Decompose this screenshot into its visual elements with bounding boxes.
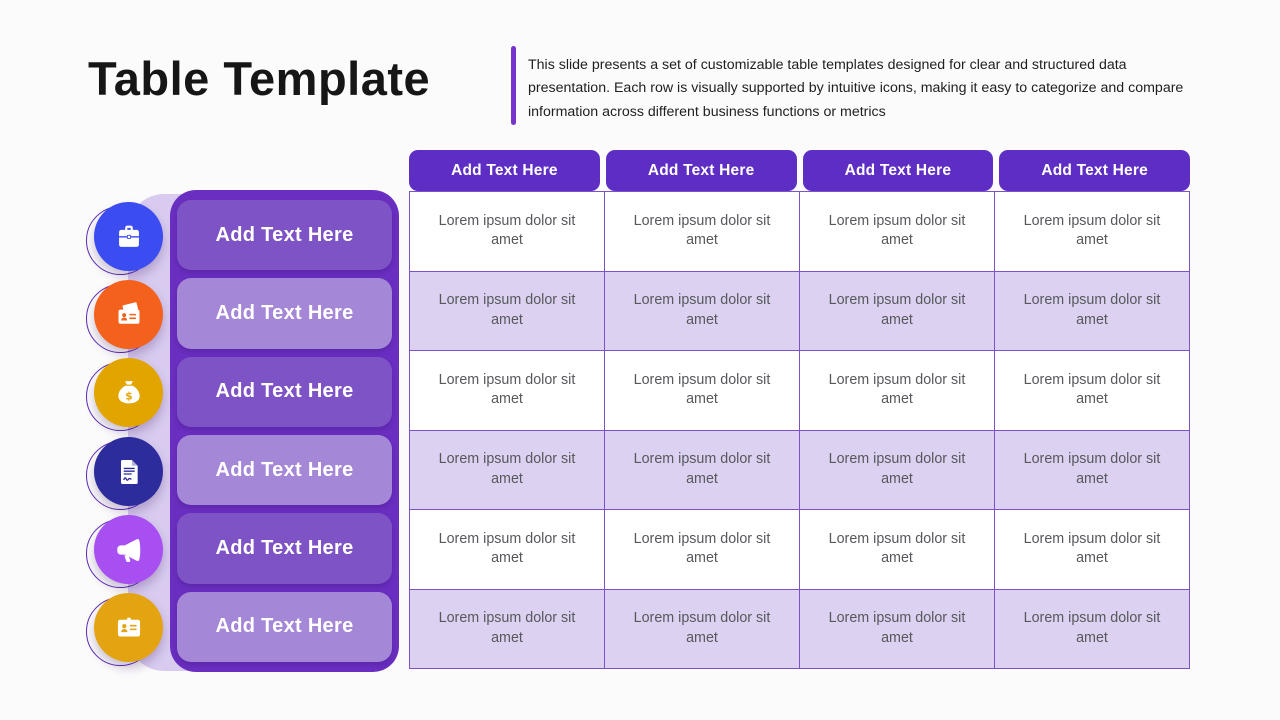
cell-text: Lorem ipsum dolor sit amet [438, 292, 576, 328]
sidebar-button-label: Add Text Here [215, 615, 354, 638]
sidebar-icon-circle[interactable] [86, 280, 163, 353]
sidebar-button[interactable]: Add Text Here [177, 200, 392, 271]
sidebar-button[interactable]: Add Text Here [177, 513, 392, 584]
cell-text: Lorem ipsum dolor sit amet [438, 212, 576, 249]
table-header-cell[interactable]: Add Text Here [999, 150, 1190, 191]
table-cell[interactable]: Lorem ipsum dolor sit amet [994, 270, 1190, 351]
table-cell[interactable]: Lorem ipsum dolor sit amet [604, 350, 800, 431]
sidebar-button[interactable]: Add Text Here [177, 278, 392, 349]
cell-text: Lorem ipsum dolor sit amet [1023, 610, 1161, 646]
wallet-icon [118, 300, 139, 324]
cell-text: Lorem ipsum dolor sit amet [438, 530, 576, 567]
table-cell[interactable]: Lorem ipsum dolor sit amet [604, 191, 800, 272]
cell-text: Lorem ipsum dolor sit amet [1023, 292, 1161, 328]
sidebar-button-label: Add Text Here [215, 380, 354, 403]
table-cell[interactable]: Lorem ipsum dolor sit amet [799, 350, 995, 431]
sidebar-icon-circle[interactable] [86, 515, 163, 588]
cell-text: Lorem ipsum dolor sit amet [828, 292, 966, 328]
cell-text: Lorem ipsum dolor sit amet [633, 451, 771, 487]
table-cell[interactable]: Lorem ipsum dolor sit amet [799, 270, 995, 351]
svg-text:$: $ [125, 389, 132, 402]
cell-text: Lorem ipsum dolor sit amet [1023, 371, 1161, 408]
page-title: Table Template [88, 52, 431, 105]
table-header-cell[interactable]: Add Text Here [605, 150, 797, 191]
sidebar-button[interactable]: Add Text Here [177, 434, 392, 506]
data-table: Lorem ipsum dolor sit amet Lorem ipsum d… [409, 191, 1190, 669]
sidebar-button-label: Add Text Here [215, 536, 354, 559]
contract-icon [120, 459, 138, 484]
table-header-label: Add Text Here [451, 161, 558, 179]
sidebar-button-label: Add Text Here [215, 458, 354, 481]
table-cell[interactable]: Lorem ipsum dolor sit amet [604, 270, 800, 351]
table-header-label: Add Text Here [844, 161, 952, 179]
table-cell[interactable]: Lorem ipsum dolor sit amet [994, 429, 1190, 510]
sidebar-button[interactable]: Add Text Here [177, 356, 392, 427]
table-cell[interactable]: Lorem ipsum dolor sit amet [994, 509, 1190, 590]
sidebar-icon-circle[interactable] [86, 437, 163, 510]
title-divider [511, 46, 516, 125]
table-cell[interactable]: Lorem ipsum dolor sit amet [604, 509, 800, 590]
cell-text: Lorem ipsum dolor sit amet [1023, 212, 1161, 249]
table-cell[interactable]: Lorem ipsum dolor sit amet [409, 350, 605, 431]
table-cell[interactable]: Lorem ipsum dolor sit amet [409, 509, 605, 590]
briefcase-icon [118, 225, 139, 247]
money-bag-icon: $ [117, 380, 140, 403]
table-cell[interactable]: Lorem ipsum dolor sit amet [604, 429, 800, 510]
cell-text: Lorem ipsum dolor sit amet [1023, 451, 1161, 487]
table-row: Lorem ipsum dolor sit amet Lorem ipsum d… [409, 588, 1190, 669]
cell-text: Lorem ipsum dolor sit amet [1023, 530, 1161, 567]
table-row: Lorem ipsum dolor sit amet Lorem ipsum d… [409, 191, 1190, 272]
sidebar-button-label: Add Text Here [215, 223, 354, 246]
cell-text: Lorem ipsum dolor sit amet [633, 610, 771, 646]
table-cell[interactable]: Lorem ipsum dolor sit amet [799, 191, 995, 272]
cell-text: Lorem ipsum dolor sit amet [828, 451, 966, 487]
table-header-cell[interactable]: Add Text Here [409, 150, 600, 191]
cell-text: Lorem ipsum dolor sit amet [828, 610, 966, 646]
table-row: Lorem ipsum dolor sit amet Lorem ipsum d… [409, 509, 1190, 590]
table-cell[interactable]: Lorem ipsum dolor sit amet [409, 588, 605, 669]
slide-description: This slide presents a set of customizabl… [528, 57, 1184, 120]
table-cell[interactable]: Lorem ipsum dolor sit amet [994, 191, 1190, 272]
table-row: Lorem ipsum dolor sit amet Lorem ipsum d… [409, 270, 1190, 351]
cell-text: Lorem ipsum dolor sit amet [828, 212, 966, 249]
table-header-label: Add Text Here [1041, 161, 1148, 179]
table-cell[interactable]: Lorem ipsum dolor sit amet [994, 350, 1190, 431]
table-cell[interactable]: Lorem ipsum dolor sit amet [799, 588, 995, 669]
table-header-row: Add Text Here Add Text Here Add Text Her… [409, 150, 1190, 191]
table-cell[interactable]: Lorem ipsum dolor sit amet [799, 429, 995, 510]
megaphone-icon [116, 538, 140, 562]
cell-text: Lorem ipsum dolor sit amet [828, 371, 966, 408]
cell-text: Lorem ipsum dolor sit amet [633, 530, 771, 567]
table-cell[interactable]: Lorem ipsum dolor sit amet [799, 509, 995, 590]
cell-text: Lorem ipsum dolor sit amet [633, 212, 771, 249]
cell-text: Lorem ipsum dolor sit amet [438, 610, 576, 646]
cell-text: Lorem ipsum dolor sit amet [828, 530, 966, 567]
table-row: Lorem ipsum dolor sit amet Lorem ipsum d… [409, 429, 1190, 510]
table-header-cell[interactable]: Add Text Here [802, 150, 994, 191]
sidebar-button-label: Add Text Here [215, 301, 354, 324]
sidebar-button[interactable]: Add Text Here [177, 591, 392, 662]
table-cell[interactable]: Lorem ipsum dolor sit amet [604, 588, 800, 669]
table-cell[interactable]: Lorem ipsum dolor sit amet [409, 270, 605, 351]
table-cell[interactable]: Lorem ipsum dolor sit amet [409, 191, 605, 272]
sidebar-panel: Add Text Here Add Text Here Add Text Her… [170, 190, 399, 672]
cell-text: Lorem ipsum dolor sit amet [438, 371, 576, 408]
id-card-icon [117, 617, 140, 636]
cell-text: Lorem ipsum dolor sit amet [633, 292, 771, 328]
table-cell[interactable]: Lorem ipsum dolor sit amet [409, 429, 605, 510]
cell-text: Lorem ipsum dolor sit amet [438, 451, 576, 487]
sidebar-icon-circle[interactable] [86, 593, 163, 666]
table-row: Lorem ipsum dolor sit amet Lorem ipsum d… [409, 350, 1190, 431]
table-cell[interactable]: Lorem ipsum dolor sit amet [994, 588, 1190, 669]
sidebar-icon-circle[interactable] [86, 202, 163, 275]
cell-text: Lorem ipsum dolor sit amet [633, 371, 771, 408]
table-header-label: Add Text Here [647, 161, 755, 179]
sidebar-icon-circle[interactable]: $ [86, 358, 163, 431]
